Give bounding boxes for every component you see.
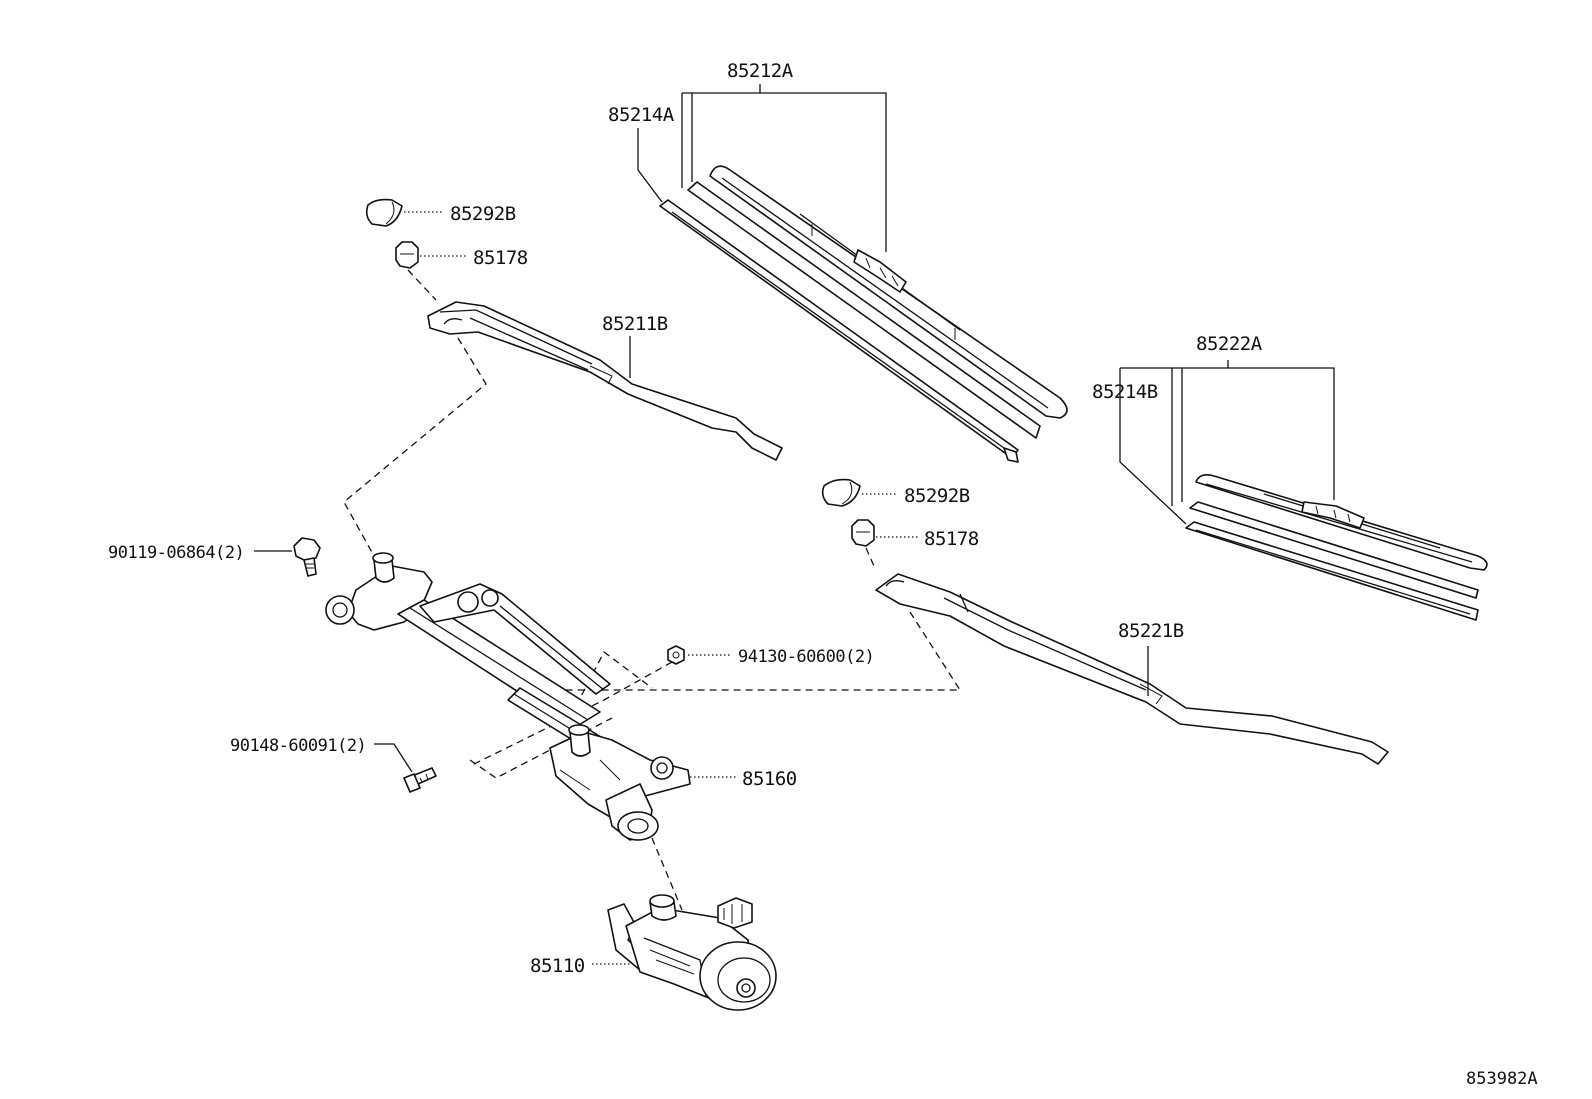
nut-link [667,645,685,665]
label-85160: 85160 [742,768,797,790]
label-85292B-right: 85292B [904,485,970,507]
front-driver-arm [427,301,783,461]
wiper-link-assembly [325,552,691,841]
label-90148-60091: 90148-60091(2) [230,736,366,756]
cap-right [821,478,861,507]
bolt-upper [293,537,321,577]
leaders-front-driver-blade [637,84,887,252]
label-85292B-left: 85292B [450,203,516,225]
front-driver-blade [659,165,1068,463]
bolt-lower [403,767,437,793]
label-85212A: 85212A [727,60,794,82]
label-85214B: 85214B [1092,381,1158,403]
label-85211B: 85211B [602,313,668,335]
label-90119-06864: 90119-06864(2) [108,543,244,563]
diagram-reference-code: 853982A [1466,1069,1538,1089]
label-85214A: 85214A [608,104,675,126]
label-85110: 85110 [530,955,585,977]
cap-left [365,198,403,227]
nut-left [395,241,419,269]
front-passenger-blade [1185,474,1488,621]
wiper-motor [607,894,777,1011]
label-85178-right: 85178 [924,528,979,550]
nut-right [851,519,875,547]
front-passenger-arm [875,573,1389,765]
label-94130-60600: 94130-60600(2) [738,647,874,667]
label-85178-left: 85178 [473,247,528,269]
leaders-front-passenger-blade [1119,360,1335,525]
label-85221B: 85221B [1118,620,1184,642]
label-85222A: 85222A [1196,333,1263,355]
